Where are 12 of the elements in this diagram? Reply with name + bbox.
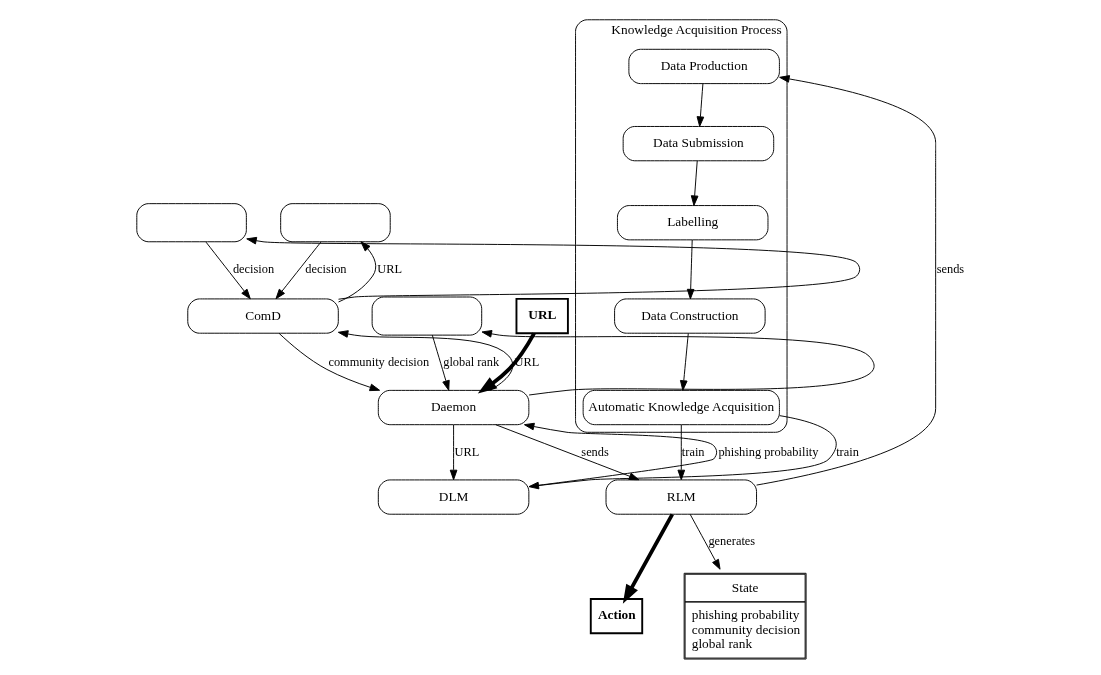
edge-label: decision [304,261,347,276]
edge-label: train [835,444,859,459]
edge-label: generates [707,534,755,549]
edge-label: sends [936,261,964,276]
edge-label: decision [232,261,274,276]
edge-label: community decision [327,354,429,369]
edge-label: sends [580,444,609,459]
edge-label: train [681,444,705,459]
edge-label: phishing probability [717,444,818,459]
edge-label: URL [454,444,479,459]
edge-label: global rank [442,354,499,369]
edge-label: URL [376,261,402,276]
